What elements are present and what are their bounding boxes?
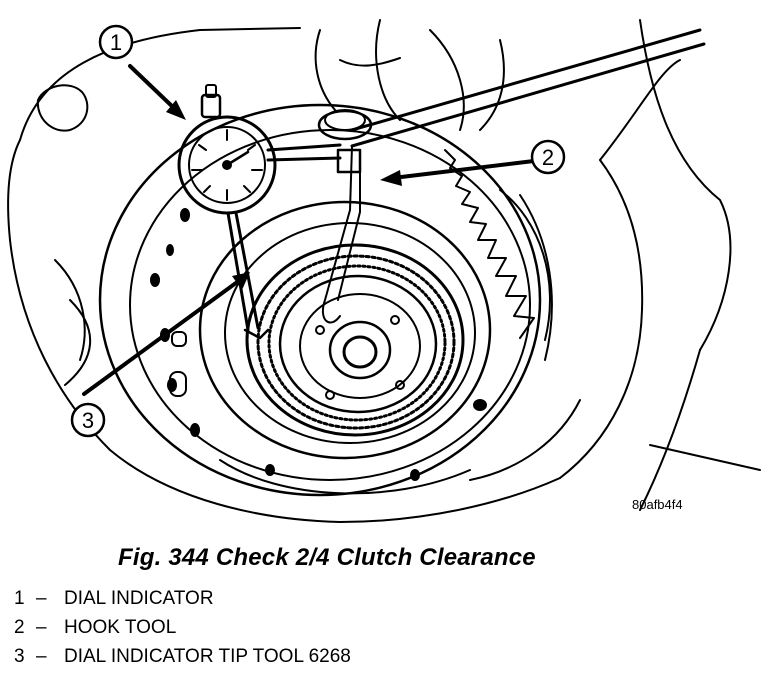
legend-label: DIAL INDICATOR TIP TOOL 6268 — [64, 646, 351, 667]
legend-label: DIAL INDICATOR — [64, 588, 214, 609]
legend-dash: – — [36, 646, 47, 667]
dial-indicator — [177, 84, 342, 340]
arrow-1-head — [166, 100, 186, 120]
legend-dash: – — [36, 588, 47, 609]
clutch-clearance-illustration: 1 2 3 80afb4f4 — [7, 19, 761, 523]
arrow-3-head — [232, 272, 250, 290]
transmission-case — [7, 19, 761, 523]
arrow-2-head — [380, 170, 402, 186]
callout-2-circle — [530, 139, 566, 175]
technician-hands — [314, 19, 505, 131]
legend-number: 1 — [14, 588, 25, 609]
legend-item: 3–DIAL INDICATOR TIP TOOL 6268 — [14, 642, 351, 671]
callout-3-circle — [70, 402, 106, 438]
legend-number: 2 — [14, 617, 25, 638]
callout-arrows — [82, 64, 544, 396]
legend-item: 2–HOOK TOOL — [14, 613, 351, 642]
ring-gear-teeth — [444, 149, 553, 361]
legend-dash: – — [36, 617, 47, 638]
legend-item: 1–DIAL INDICATOR — [14, 584, 351, 613]
clutch-pack — [245, 243, 465, 437]
callout-circles — [70, 24, 566, 438]
bolt-holes — [150, 208, 487, 481]
callout-1-number: 1 — [110, 30, 122, 55]
hook-tool — [317, 28, 706, 324]
callout-3-number: 3 — [82, 408, 94, 433]
figure-code: 80afb4f4 — [632, 497, 683, 512]
case-bores — [98, 103, 542, 497]
legend-number: 3 — [14, 646, 25, 667]
legend-label: HOOK TOOL — [64, 617, 177, 638]
figure-caption: Fig. 344 Check 2/4 Clutch Clearance — [118, 544, 536, 571]
callout-2-number: 2 — [542, 145, 554, 170]
callout-1-circle — [98, 24, 134, 60]
callout-legend: 1–DIAL INDICATOR 2–HOOK TOOL 3–DIAL INDI… — [14, 584, 351, 671]
